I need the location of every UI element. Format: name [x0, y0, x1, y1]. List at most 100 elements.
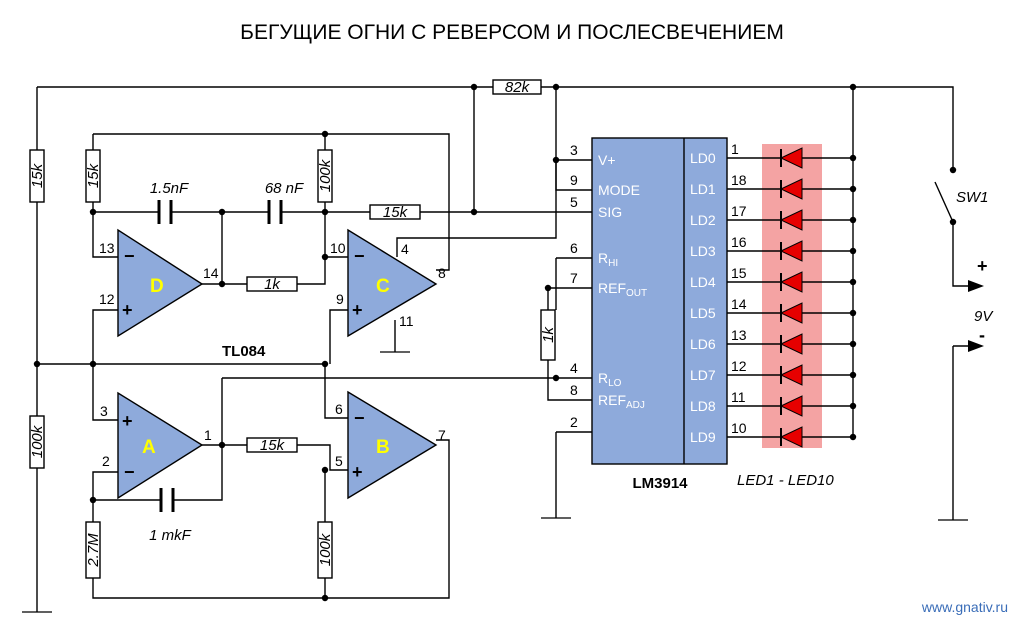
svg-text:1k: 1k [264, 276, 281, 293]
resistor-100k-c: 100k [317, 149, 334, 203]
svg-text:A: A [142, 437, 156, 458]
svg-text:6: 6 [335, 401, 343, 417]
resistor-100k-left: 100k [29, 415, 46, 469]
opamp-a: + − A 3 2 1 [100, 391, 212, 500]
lm3914-led-pin-name: LD4 [690, 274, 716, 290]
capacitor-1mkf: 1 mkF [149, 488, 192, 544]
svg-text:+: + [352, 462, 363, 482]
lm3914-led-pin-number: 11 [731, 389, 746, 405]
svg-text:7: 7 [438, 427, 446, 443]
svg-text:−: − [354, 408, 365, 428]
tl084-label: TL084 [222, 343, 266, 360]
switch-sw1: SW1 [934, 181, 989, 223]
led-diode [779, 147, 803, 169]
lm3914-pin-name: SIG [598, 204, 622, 220]
resistor-15k-d: 15k [85, 149, 102, 203]
resistor-1k-dc: 1k [246, 276, 298, 293]
led-diode [779, 364, 803, 386]
battery-terminals: + 9V - [968, 256, 994, 352]
lm3914-pin-number: 8 [570, 382, 578, 398]
led-junction [849, 216, 857, 224]
svg-text:82k: 82k [505, 79, 531, 96]
lm3914-label: LM3914 [632, 475, 688, 492]
lm3914-led-pin-number: 14 [731, 296, 747, 312]
svg-text:−: − [124, 462, 135, 482]
resistor-1k-ref: 1k [540, 309, 557, 361]
svg-text:2: 2 [102, 453, 110, 469]
lm3914-pin-number: 5 [570, 194, 578, 210]
svg-text:15k: 15k [260, 437, 286, 454]
capacitor-1-5nf: 1.5nF [150, 180, 189, 224]
svg-text:68 nF: 68 nF [265, 180, 304, 197]
website-url: www.gnativ.ru [921, 599, 1008, 615]
opamp-c: − + C 10 9 8 4 11 [330, 228, 446, 338]
led-diode [779, 426, 803, 448]
svg-text:11: 11 [399, 313, 414, 329]
svg-text:15k: 15k [383, 204, 409, 221]
lm3914-led-pin-name: LD2 [690, 212, 716, 228]
led-junction [849, 154, 857, 162]
schematic-title: БЕГУЩИЕ ОГНИ С РЕВЕРСОМ И ПОСЛЕСВЕЧЕНИЕМ [240, 21, 784, 44]
led-array [727, 147, 857, 448]
lm3914-led-pin-number: 15 [731, 265, 747, 281]
svg-text:-: - [979, 325, 985, 345]
led-junction [849, 309, 857, 317]
led-array-label: LED1 - LED10 [737, 472, 834, 489]
lm3914-pin-number: 6 [570, 240, 578, 256]
lm3914-led-pin-number: 17 [731, 203, 747, 219]
lm3914-led-pin-name: LD8 [690, 398, 716, 414]
lm3914-pin-name: MODE [598, 182, 640, 198]
lm3914-led-pin-number: 13 [731, 327, 747, 343]
svg-text:+: + [352, 300, 363, 320]
led-junction [849, 340, 857, 348]
svg-text:+: + [977, 256, 988, 276]
led-diode [779, 395, 803, 417]
led-junction [849, 278, 857, 286]
svg-text:C: C [376, 276, 390, 297]
wires [22, 86, 970, 613]
lm3914-pin-number: 9 [570, 172, 578, 188]
lm3914-led-pin-name: LD5 [690, 305, 716, 321]
opamp-b: − + B 6 5 7 [335, 390, 446, 500]
svg-text:4: 4 [401, 241, 409, 257]
capacitor-68nf: 68 nF [265, 180, 304, 224]
svg-text:14: 14 [203, 265, 219, 281]
svg-text:15k: 15k [85, 162, 102, 188]
lm3914-pin-name: V+ [598, 152, 616, 168]
lm3914-led-pin-number: 18 [731, 172, 747, 188]
svg-text:9: 9 [336, 291, 344, 307]
lm3914-led-pin-name: LD0 [690, 150, 716, 166]
lm3914-led-pin-number: 10 [731, 420, 747, 436]
led-diode [779, 271, 803, 293]
led-junction [849, 402, 857, 410]
lm3914-led-pin-name: LD1 [690, 181, 716, 197]
led-junction [849, 371, 857, 379]
svg-text:100k: 100k [317, 532, 334, 566]
svg-text:2.7M: 2.7M [85, 533, 102, 568]
led-junction [849, 247, 857, 255]
resistor-2m7: 2.7M [85, 521, 102, 579]
led-diode [779, 240, 803, 262]
svg-text:SW1: SW1 [956, 189, 989, 206]
svg-text:12: 12 [99, 291, 115, 307]
resistor-15k-left: 15k [29, 149, 46, 203]
lm3914-led-pin-name: LD3 [690, 243, 716, 259]
junctions [33, 83, 957, 602]
svg-text:1.5nF: 1.5nF [150, 180, 189, 197]
resistor-82k: 82k [492, 79, 542, 96]
lm3914-led-pin-name: LD6 [690, 336, 716, 352]
svg-text:D: D [150, 276, 164, 297]
svg-text:8: 8 [438, 265, 446, 281]
led-diode [779, 333, 803, 355]
svg-text:1k: 1k [540, 326, 557, 343]
svg-text:B: B [376, 437, 390, 458]
lm3914-led-pin-number: 12 [731, 358, 747, 374]
resistor-15k-ab: 15k [246, 437, 298, 454]
lm3914-led-pin-number: 1 [731, 141, 739, 157]
led-junction [849, 185, 857, 193]
led-diode [779, 209, 803, 231]
svg-text:100k: 100k [29, 424, 46, 458]
led-diode [779, 178, 803, 200]
lm3914-pin-number: 3 [570, 142, 578, 158]
